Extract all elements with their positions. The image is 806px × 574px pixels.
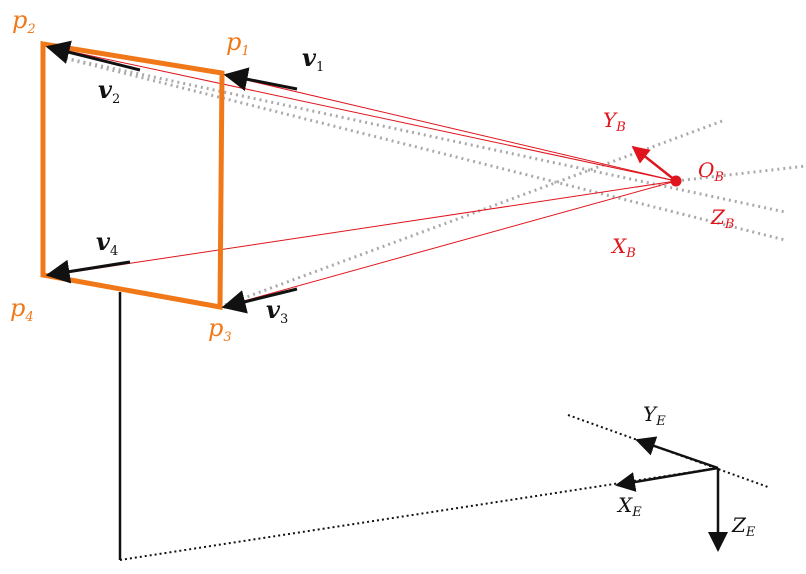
vector-v4-arrow (45, 259, 131, 284)
body-axis-line-1 (59, 55, 786, 214)
body-axis-lines (59, 55, 806, 307)
label-YB: YB (603, 108, 626, 135)
earth-frame (567, 414, 769, 552)
orange-frame (40, 41, 225, 310)
label-XE: XE (616, 493, 642, 520)
body-origin-point (670, 175, 682, 187)
sight-line-to-earth (119, 467, 719, 561)
label-OB: OB (698, 158, 724, 185)
label-v3: v3 (266, 295, 288, 327)
sight-line-p4 (45, 180, 677, 277)
label-p1: p1 (226, 28, 250, 59)
body-y-axis-arrow (631, 145, 677, 182)
earth-x-axis-arrow (615, 466, 719, 492)
body-axis-line-2 (59, 55, 786, 242)
label-XB: XB (610, 234, 636, 261)
sight-lines (44, 45, 677, 308)
earth-y-axis-arrow (635, 436, 719, 470)
label-ZB: ZB (710, 205, 734, 232)
body-axis-line-4 (675, 164, 806, 183)
label-v1: v1 (302, 43, 324, 75)
vector-v2-arrow (45, 40, 141, 72)
vector-v3-arrow (221, 287, 298, 314)
sight-line-p2 (44, 45, 677, 182)
body-axis-line-3 (224, 118, 726, 307)
label-p2: p2 (12, 6, 36, 37)
vector-v1-arrow (223, 67, 298, 91)
label-YE: YE (643, 402, 666, 429)
label-p4: p4 (10, 294, 34, 325)
corner-vectors (45, 40, 298, 314)
sight-line-p1 (224, 74, 677, 182)
label-ZE: ZE (731, 513, 756, 540)
label-v4: v4 (96, 227, 118, 259)
label-p3: p3 (208, 314, 232, 345)
label-v2: v2 (98, 75, 120, 107)
sight-line-p3 (221, 180, 677, 308)
